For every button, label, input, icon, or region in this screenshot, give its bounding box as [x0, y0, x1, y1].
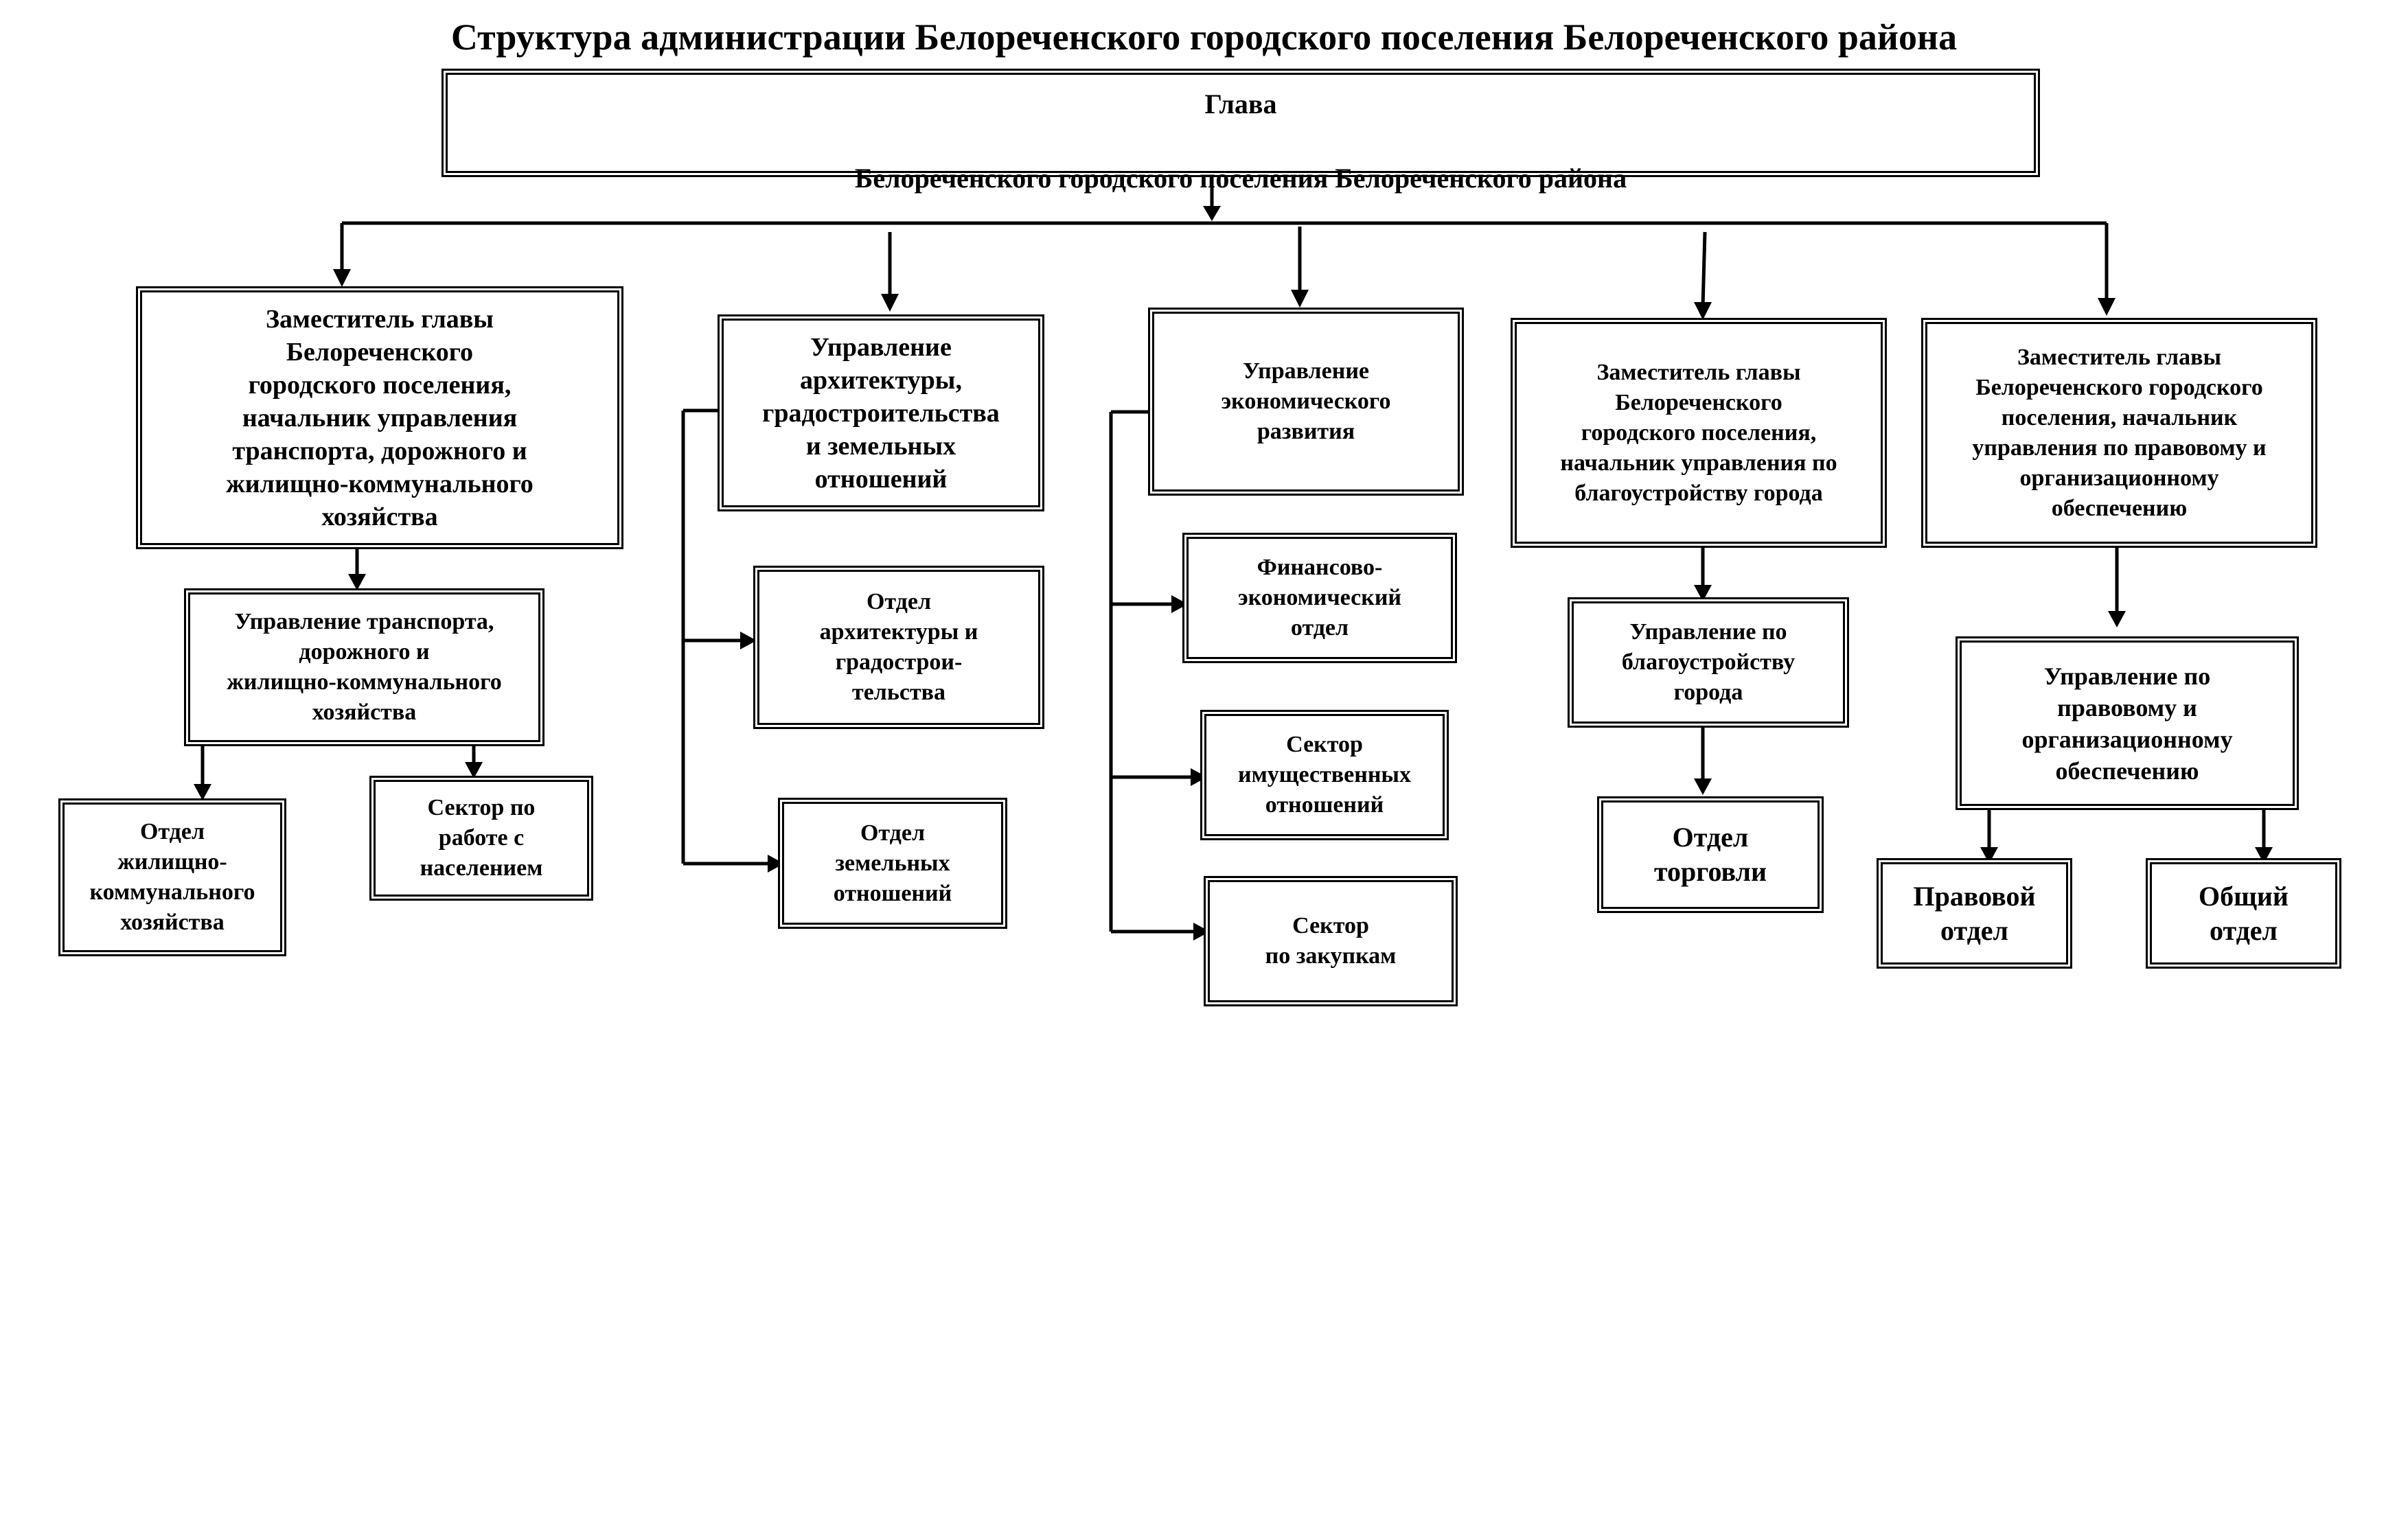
col3-sector-property-box: Сектор имущественных отношений: [1200, 710, 1449, 840]
col5-directorate-box: Управление по правовому и организационно…: [1956, 636, 2299, 810]
col4-dept-trade-box: Отдел торговли: [1597, 796, 1824, 913]
col2-dept-land-box: Отдел земельных отношений: [778, 798, 1007, 929]
col4-deputy-box: Заместитель главы Белореченского городск…: [1511, 318, 1887, 548]
col3-dept-finance-box: Финансово- экономический отдел: [1182, 533, 1457, 663]
col1-directorate-box: Управление транспорта, дорожного и жилищ…: [184, 588, 544, 746]
col2-directorate-box: Управление архитектуры, градостроительст…: [718, 314, 1044, 511]
col3-directorate-label: Управление экономического развития: [1221, 358, 1391, 444]
col4-directorate-label: Управление по благоустройству города: [1621, 619, 1796, 705]
col4-directorate-box: Управление по благоустройству города: [1568, 597, 1849, 728]
col5-dept-legal-label: Правовой отдел: [1913, 880, 2036, 946]
col2-dept-architecture-box: Отдел архитектуры и градострои- тельства: [753, 566, 1044, 729]
col1-dept-housing-label: Отдел жилищно- коммунального хозяйства: [89, 819, 255, 935]
col1-sector-population-box: Сектор по работе с населением: [369, 776, 593, 901]
col1-dept-housing-box: Отдел жилищно- коммунального хозяйства: [58, 798, 286, 956]
col3-sector-property-label: Сектор имущественных отношений: [1238, 732, 1411, 818]
col2-directorate-label: Управление архитектуры, градостроительст…: [762, 332, 1000, 494]
col2-dept-architecture-label: Отдел архитектуры и градострои- тельства: [819, 589, 978, 705]
col5-directorate-label: Управление по правовому и организационно…: [2021, 662, 2233, 785]
col5-dept-general-label: Общий отдел: [2199, 880, 2289, 946]
col5-deputy-label: Заместитель главы Белореченского городск…: [1972, 344, 2267, 521]
head-subtitle: Белореченского городского поселения Бело…: [854, 163, 1627, 194]
col1-sector-population-label: Сектор по работе с населением: [420, 795, 543, 881]
col3-sector-procurement-box: Сектор по закупкам: [1204, 876, 1458, 1006]
col5-dept-general-box: Общий отдел: [2146, 858, 2341, 969]
col3-sector-procurement-label: Сектор по закупкам: [1265, 913, 1397, 969]
col1-deputy-label: Заместитель главы Белореченского городск…: [226, 304, 534, 531]
col4-dept-trade-label: Отдел торговли: [1653, 822, 1767, 887]
col4-deputy-label: Заместитель главы Белореченского городск…: [1560, 359, 1837, 506]
col3-directorate-box: Управление экономического развития: [1148, 308, 1464, 496]
col5-deputy-box: Заместитель главы Белореченского городск…: [1921, 318, 2317, 548]
col5-dept-legal-box: Правовой отдел: [1877, 858, 2072, 969]
head-title: Глава: [1204, 89, 1277, 119]
col2-dept-land-label: Отдел земельных отношений: [833, 820, 952, 906]
col1-deputy-box: Заместитель главы Белореченского городск…: [136, 286, 623, 549]
head-box: Глава Белореченского городского поселени…: [442, 69, 2040, 194]
col3-dept-finance-label: Финансово- экономический отдел: [1237, 555, 1402, 640]
col1-directorate-label: Управление транспорта, дорожного и жилищ…: [227, 609, 502, 725]
diagram-title: Структура администрации Белореченского г…: [450, 16, 1958, 58]
